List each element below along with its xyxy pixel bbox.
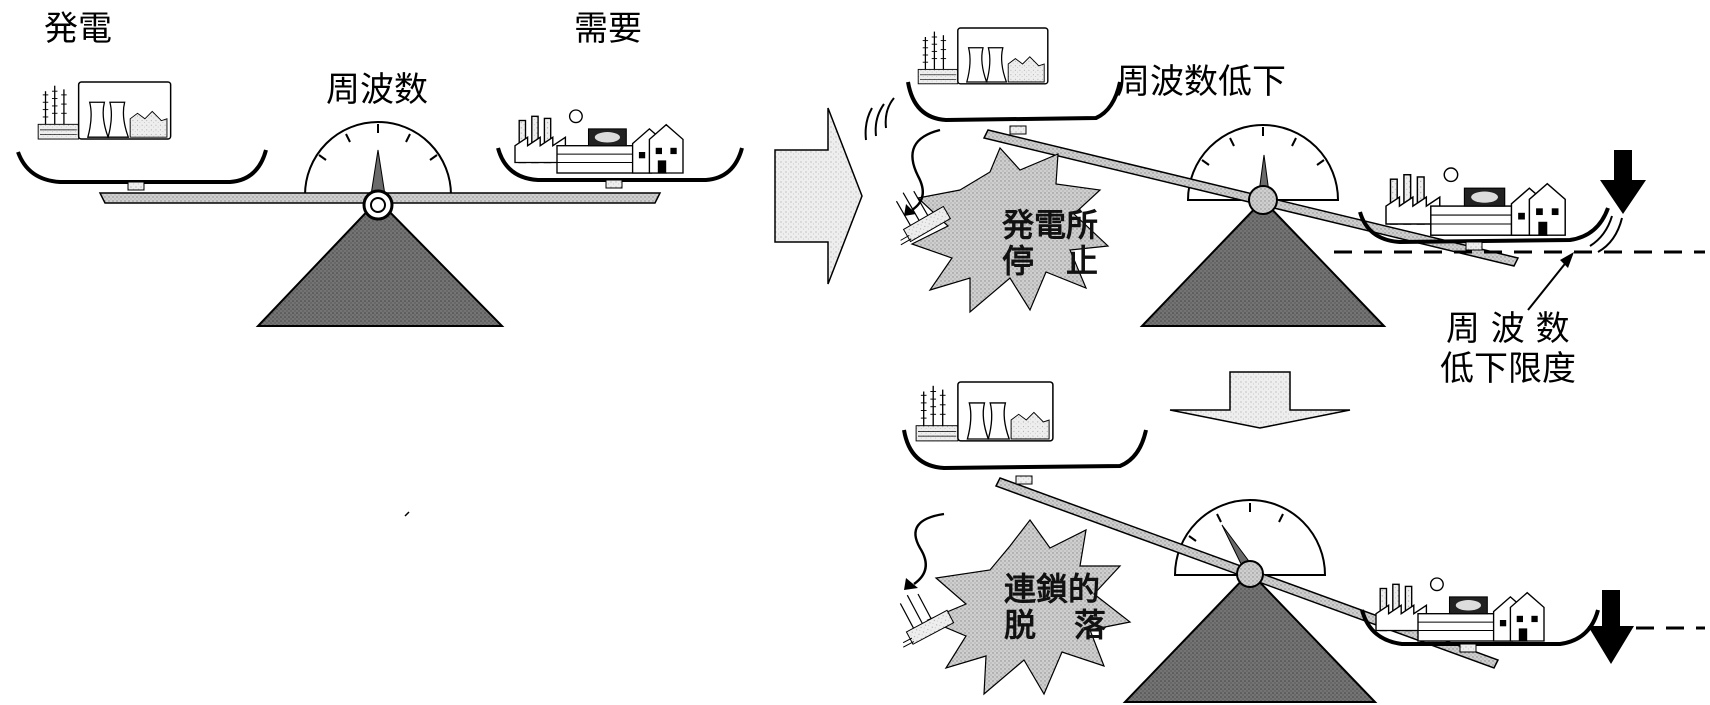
falling-plant-icon-2 [899,593,955,648]
burst-text-line2a: 停 [1002,242,1034,280]
cascade-text-line2b: 落 [1074,606,1107,644]
stage-frequency-drop: 周波数低下 [864,27,1705,389]
power-plant-icon-2 [917,27,1049,85]
generation-pan [16,149,268,184]
fulcrum [255,198,505,327]
limit-label-line1: 周 波 数 [1446,309,1570,349]
frequency-label: 周波数 [326,70,428,110]
down-arrow-icon-2 [1588,590,1634,664]
burst-text-line1: 発電所 [1001,206,1098,244]
frequency-drop-label: 周波数低下 [1116,62,1286,102]
demand-label: 需要 [574,9,642,49]
falling-plant-icon [895,190,952,246]
demand-icon [514,109,684,174]
power-plant-icon [37,81,172,140]
demand-icon-2 [1385,167,1566,236]
frequency-gauge [303,121,453,196]
fulcrum-2 [1139,198,1387,327]
power-plant-icon-3 [915,381,1054,442]
stage-balanced: 発電 需要 周波数 [16,9,744,327]
right-arrow-icon [774,107,863,285]
cascade-burst [926,518,1132,696]
cascade-text-line1: 連鎖的 [1004,570,1100,608]
fulcrum-3 [1122,570,1378,703]
limit-label-line2: 低下限度 [1440,349,1576,389]
down-block-arrow-icon [1169,371,1351,429]
cascade-text-line2a: 脱 [1004,606,1036,644]
stage-cascading-trip: 連鎖的 脱 落 [899,381,1705,703]
down-arrow-icon [1600,150,1646,214]
burst-text-line2b: 止 [1066,242,1098,280]
generation-label: 発電 [44,9,112,49]
plant-stop-burst [910,146,1110,314]
